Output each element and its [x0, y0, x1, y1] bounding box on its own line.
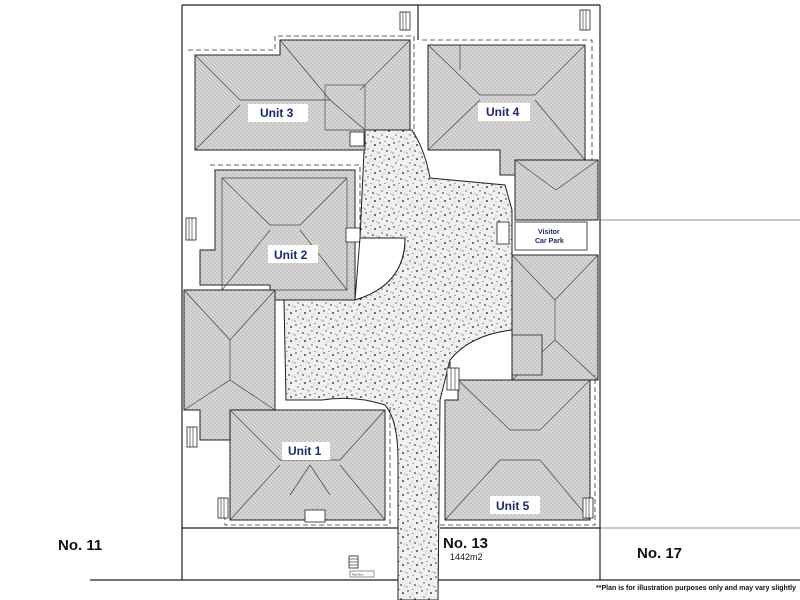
left-block-building [183, 289, 276, 441]
unit-5-label: Unit 5 [496, 499, 530, 513]
lot-center-area: 1442m2 [450, 552, 483, 562]
unit-1-label: Unit 1 [288, 444, 322, 458]
visitor-car-park [496, 159, 599, 251]
visitor-car-park-label-line2: Car Park [535, 238, 564, 245]
unit-1-building [186, 405, 391, 526]
mailbox-label: Mail Box [352, 573, 364, 577]
site-boundary [90, 4, 800, 581]
lot-right-label: No. 17 [637, 545, 682, 562]
mailbox: Mail Box [348, 555, 375, 578]
unit-5-building [440, 367, 596, 526]
unit-4-label: Unit 4 [486, 105, 520, 119]
unit-4-building [422, 9, 593, 176]
right-block-building [511, 254, 599, 381]
disclaimer-note: **Plan is for illustration purposes only… [596, 585, 796, 592]
unit-2-building [185, 164, 361, 305]
unit-3-building [188, 11, 415, 151]
unit-2-courtyard [354, 237, 406, 301]
unit-3-label: Unit 3 [260, 106, 294, 120]
lot-center-label: No. 13 [443, 535, 488, 552]
unit-2-label: Unit 2 [274, 248, 308, 262]
visitor-car-park-label-line1: Visitor [538, 229, 560, 236]
lot-left-label: No. 11 [58, 537, 102, 554]
